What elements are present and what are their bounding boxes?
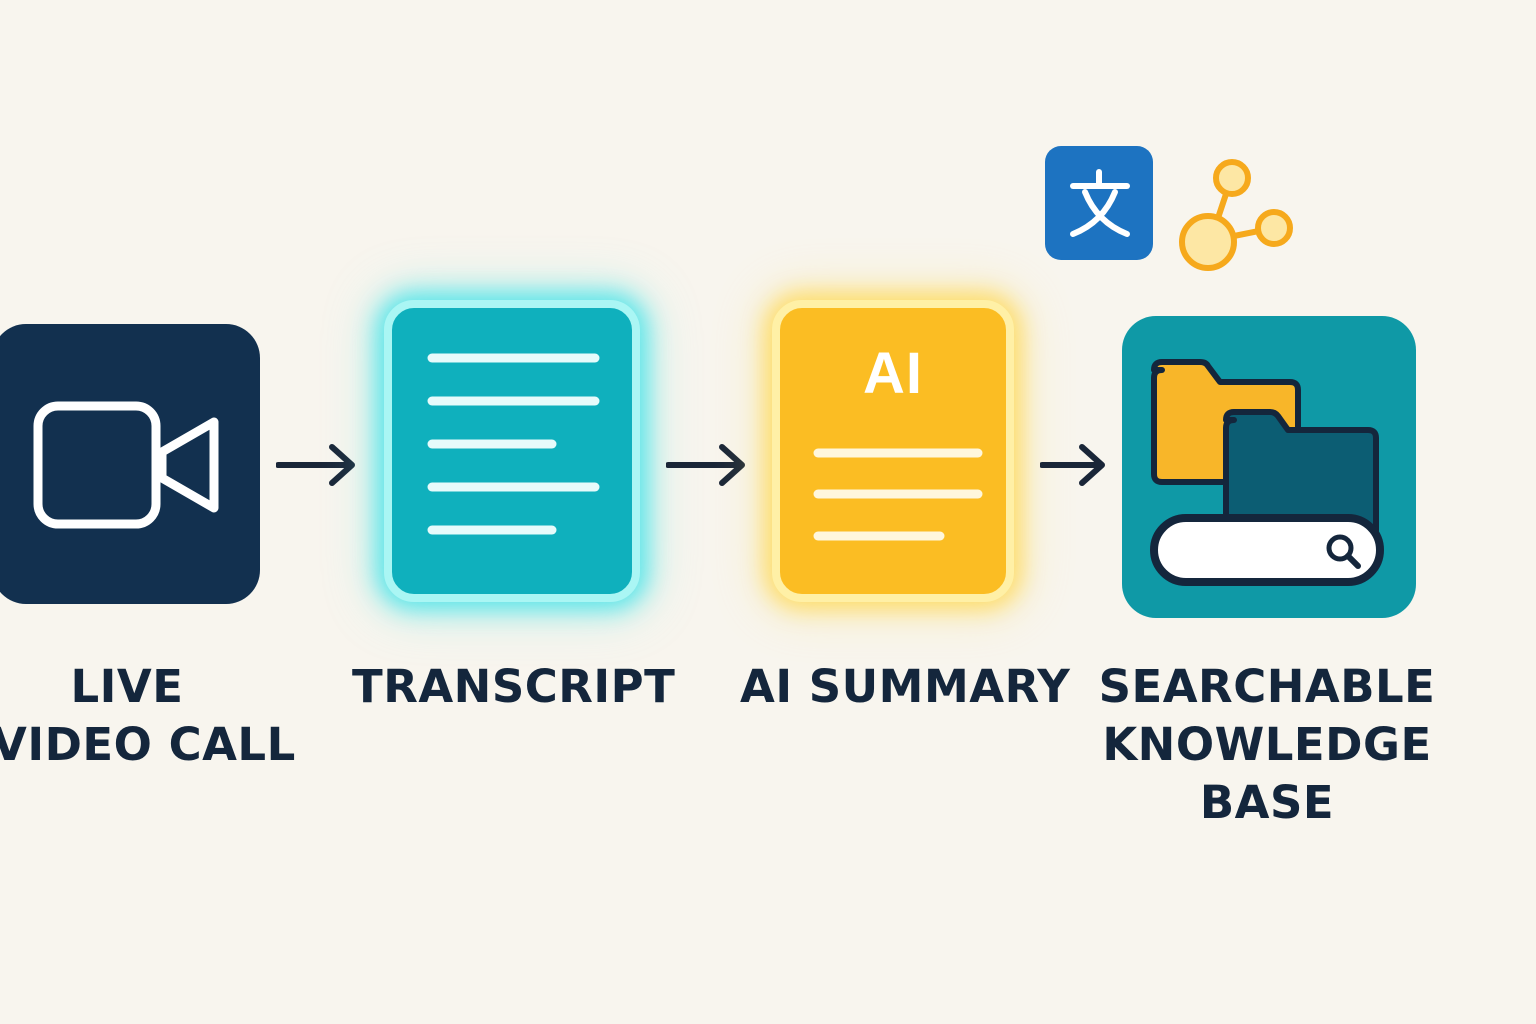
live-video-call-tile [0, 324, 260, 604]
arrow-right-icon [666, 444, 745, 486]
arrow-right-icon [276, 444, 355, 486]
label-line: TRANSCRIPT [352, 660, 676, 713]
label-line: AI SUMMARY [740, 660, 1071, 713]
label-line: VIDEO CALL [0, 718, 296, 771]
label-line: LIVE [70, 660, 184, 713]
transcript-label: TRANSCRIPT [352, 658, 676, 716]
knowledge-base-label: SEARCHABLE KNOWLEDGE BASE [1094, 658, 1440, 832]
knowledge-base-tile [1122, 316, 1416, 618]
ai-document-icon [813, 448, 983, 541]
folders-search-icon [1150, 359, 1384, 586]
transcript-tile [384, 300, 640, 602]
translate-icon [1045, 146, 1153, 260]
arrow-right-icon [1040, 444, 1105, 486]
live-video-call-label: LIVE VIDEO CALL [0, 658, 296, 774]
ai-badge-text: AI [863, 341, 923, 406]
share-network-icon [1179, 159, 1293, 271]
ai-summary-tile: AI [772, 300, 1014, 602]
label-line: KNOWLEDGE [1102, 718, 1432, 771]
video-camera-icon [33, 401, 219, 529]
document-lines-icon [427, 353, 600, 535]
label-line: BASE [1199, 776, 1335, 829]
ai-summary-label: AI SUMMARY [740, 658, 1071, 716]
label-line: SEARCHABLE [1098, 660, 1436, 713]
